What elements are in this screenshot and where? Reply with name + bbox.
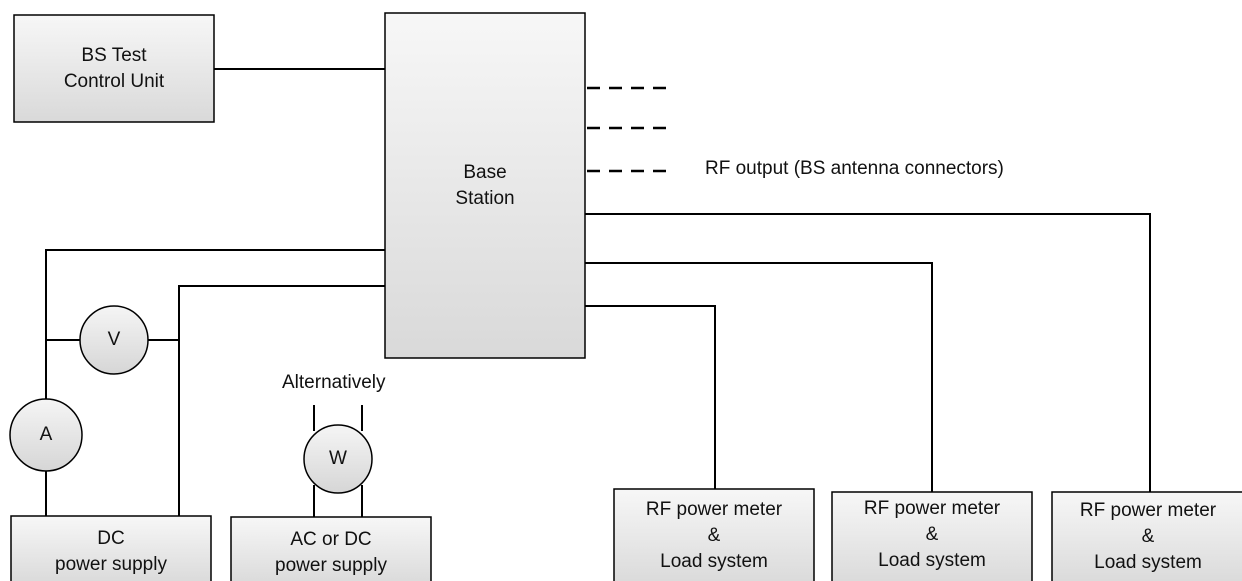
base-station-label: Base Station [385, 160, 585, 212]
dc-supply-line2: power supply [55, 554, 167, 575]
wattmeter-label: W [329, 448, 347, 469]
supply-line-b [178, 285, 385, 516]
ac-dc-supply-line2: power supply [275, 555, 387, 576]
rf-meter-3-line3: Load system [1094, 552, 1202, 573]
rf-meter-1-line1: RF power meter [645, 499, 783, 520]
connection-lines [45, 68, 1151, 517]
alternatively-label: Alternatively [282, 372, 386, 393]
test-control-unit-line2: Control Unit [63, 71, 165, 92]
test-control-unit-box [13, 14, 215, 123]
ac-dc-supply-box [230, 516, 432, 581]
rf-meter-3-line1: RF power meter [1079, 500, 1217, 521]
dc-supply-label: DC power supply [11, 526, 211, 578]
base-station-line2: Station [455, 188, 515, 209]
rf-line-2 [585, 262, 933, 492]
wattmeter-circle [303, 424, 373, 494]
ammeter-label: A [39, 424, 53, 445]
voltmeter-label: V [107, 329, 121, 350]
rf-meter-label-2: RF power meter & Load system [832, 496, 1032, 574]
rf-meter-2-line1: RF power meter [863, 498, 1001, 519]
rf-meter-box-1 [613, 488, 815, 581]
rf-meter-2-line3: Load system [878, 550, 986, 571]
rf-meter-box-3 [1051, 491, 1242, 581]
voltmeter-circle [79, 305, 149, 375]
rf-meter-1-line3: Load system [660, 551, 768, 572]
rf-line-1 [585, 305, 716, 489]
dc-supply-line1: DC [97, 528, 125, 549]
rf-meter-3-line2: & [1141, 526, 1155, 547]
dc-supply-box [10, 515, 212, 581]
ac-dc-supply-label: AC or DC power supply [231, 527, 431, 579]
base-station-line1: Base [463, 162, 507, 183]
rf-line-3 [585, 213, 1151, 492]
rf-output-dashes [587, 86, 673, 173]
ammeter-circle [9, 398, 83, 472]
rf-meter-2-line2: & [925, 524, 939, 545]
test-control-unit-label: BS Test Control Unit [14, 43, 214, 95]
rf-meter-label-1: RF power meter & Load system [614, 497, 814, 575]
ac-dc-supply-line1: AC or DC [290, 529, 372, 550]
supply-line-a [45, 249, 385, 399]
test-control-unit-line1: BS Test [81, 45, 147, 66]
rf-meter-1-line2: & [707, 525, 721, 546]
rf-output-label: RF output (BS antenna connectors) [705, 158, 1004, 179]
base-station-box [384, 12, 586, 359]
rf-meter-label-3: RF power meter & Load system [1052, 498, 1242, 576]
rf-meter-box-2 [831, 491, 1033, 581]
